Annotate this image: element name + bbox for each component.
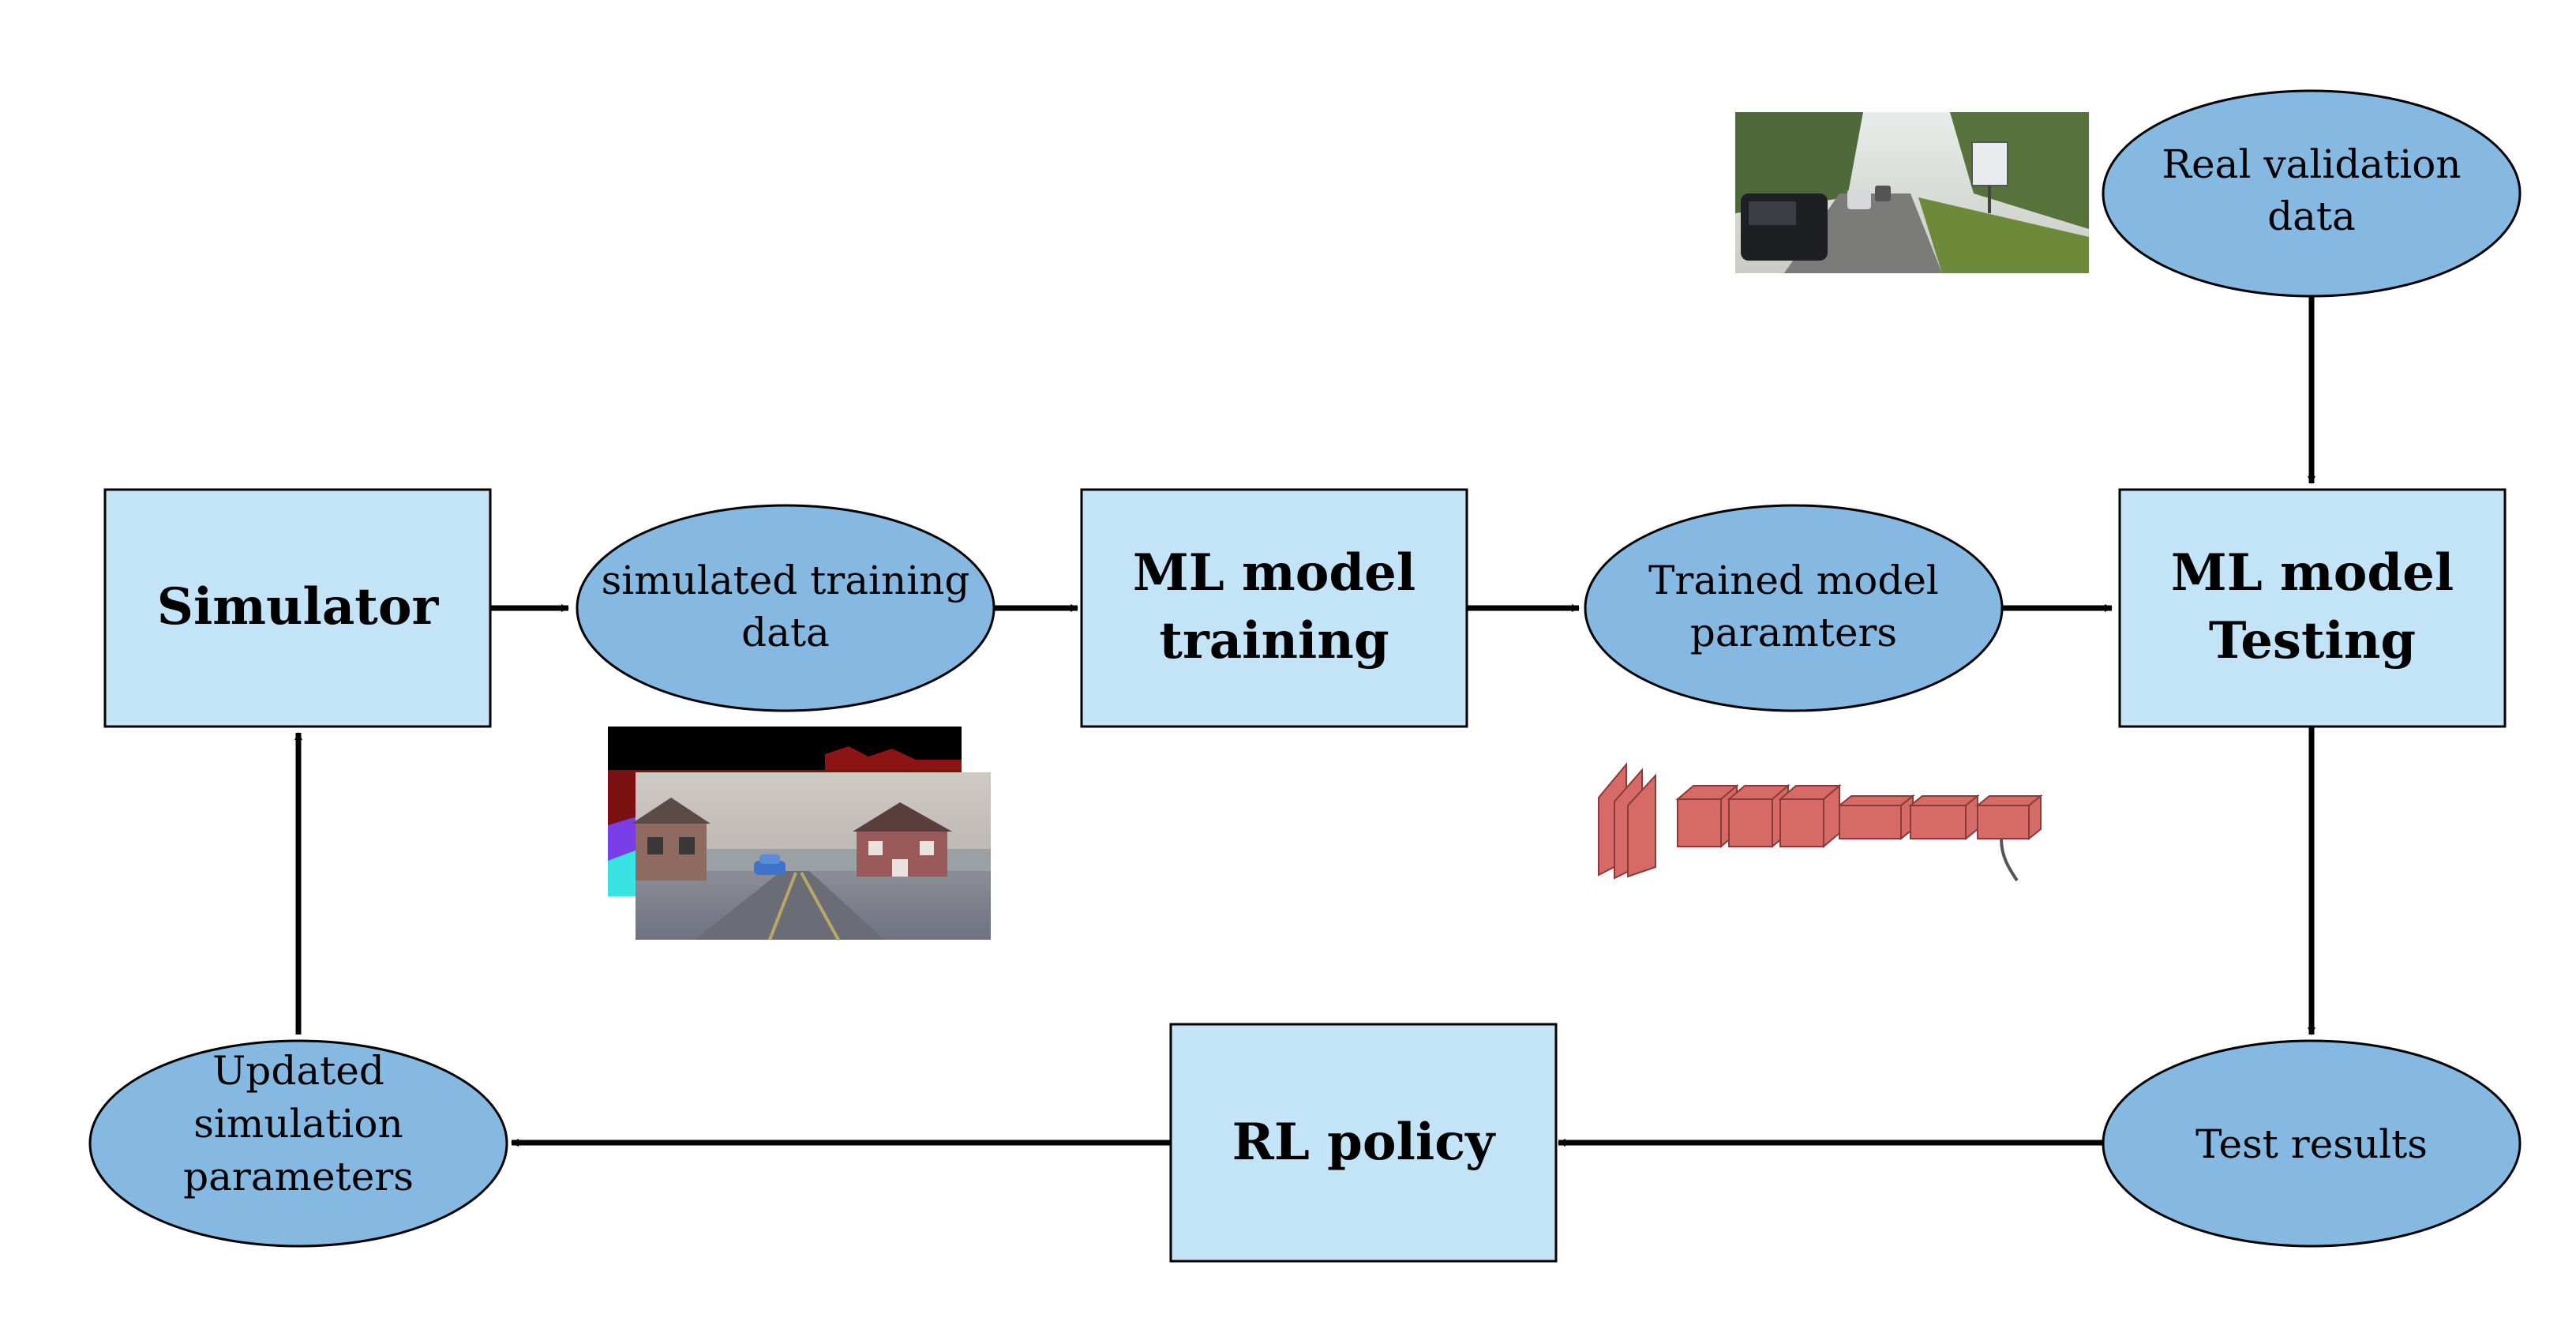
cnn-illustration: [1598, 762, 2043, 882]
real-validation-line1: Real validation: [2162, 141, 2461, 187]
updated-params-line3: parameters: [183, 1154, 414, 1200]
rl-policy-box: RL policy: [1169, 1023, 1558, 1263]
sim-training-data-line1: simulated training: [602, 558, 970, 603]
real-validation-line2: data: [2267, 193, 2356, 239]
rendered-street-image: [632, 772, 991, 941]
ml-testing-label-line2: Testing: [2209, 611, 2416, 670]
rl-policy-label: RL policy: [1232, 1113, 1497, 1172]
ml-training-box: ML model training: [1080, 488, 1468, 728]
real-road-photo: [1735, 112, 2089, 273]
test-results-label: Test results: [2195, 1121, 2428, 1167]
trained-params-line2: paramters: [1690, 610, 1897, 655]
test-results-ellipse: Test results: [2102, 1039, 2522, 1248]
updated-params-ellipse: Updated simulation parameters: [88, 1039, 508, 1248]
ml-training-label-line1: ML model: [1133, 543, 1415, 603]
trained-params-line1: Trained model: [1648, 558, 1939, 603]
updated-params-line1: Updated: [212, 1048, 384, 1094]
simulator-label: Simulator: [157, 577, 440, 636]
sim-training-data-line2: data: [741, 610, 830, 655]
ml-testing-label-line1: ML model: [2171, 543, 2454, 603]
arrows: [294, 297, 2315, 1147]
real-validation-ellipse: Real validation data: [2102, 89, 2522, 298]
ml-training-label-line2: training: [1159, 611, 1389, 670]
updated-params-line2: simulation: [193, 1101, 403, 1147]
trained-params-ellipse: Trained model paramters: [1584, 504, 2004, 712]
ml-testing-box: ML model Testing: [2118, 488, 2507, 728]
simulator-box: Simulator: [103, 488, 492, 728]
sim-training-data-ellipse: simulated training data: [576, 504, 996, 712]
simulated-images-stack: [608, 727, 991, 941]
